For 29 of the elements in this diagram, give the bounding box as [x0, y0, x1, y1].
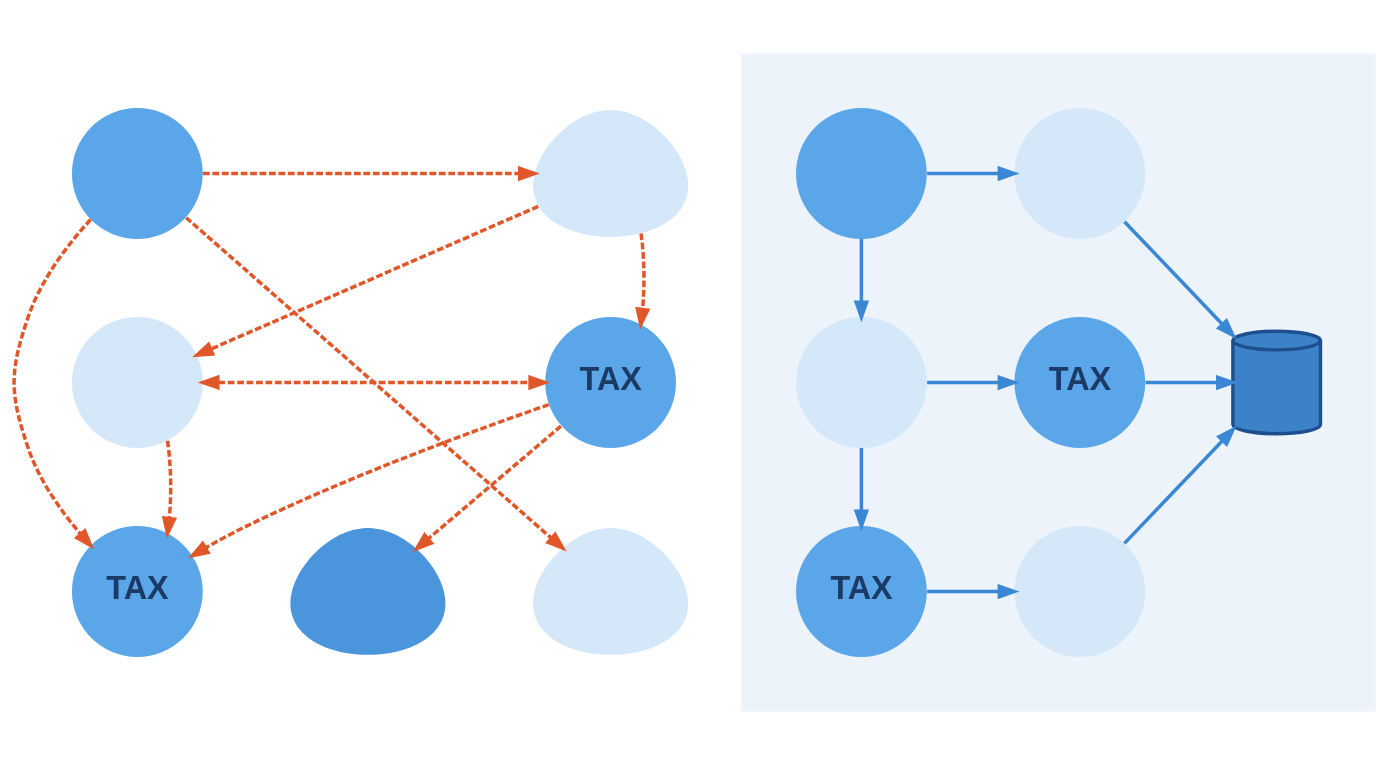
arrow	[202, 165, 540, 181]
arrow	[853, 238, 870, 322]
arrow	[1123, 219, 1237, 339]
arrow	[185, 215, 567, 552]
node-circle	[796, 107, 927, 239]
node-blob	[290, 527, 446, 655]
arrow	[927, 165, 1020, 181]
arrow	[853, 447, 870, 531]
node-circle	[796, 316, 927, 448]
arrow	[1123, 425, 1237, 545]
node-circle	[71, 107, 203, 239]
arrow	[12, 217, 95, 549]
node-blob	[533, 109, 689, 237]
arrow	[412, 424, 563, 552]
node-circle: TAX	[796, 525, 927, 657]
arrow	[192, 204, 539, 357]
cluster	[740, 53, 1376, 711]
arrow	[197, 374, 551, 390]
arrow	[187, 402, 550, 558]
node-circle: TAX	[545, 316, 676, 448]
node-circle: TAX	[1014, 316, 1146, 448]
node-circle	[1014, 525, 1146, 657]
arrow	[161, 440, 178, 539]
arrow	[635, 232, 651, 329]
arrow	[927, 583, 1020, 599]
node-circle	[1014, 107, 1146, 239]
arrow	[927, 374, 1020, 390]
arrow	[1145, 374, 1238, 390]
node-circle	[71, 316, 203, 448]
